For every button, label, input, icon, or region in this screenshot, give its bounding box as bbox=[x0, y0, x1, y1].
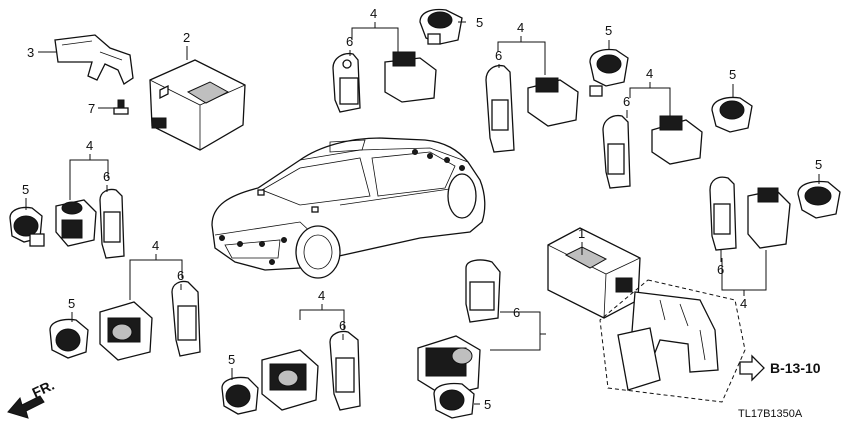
vehicle-illustration bbox=[211, 137, 486, 279]
part-2-control-unit bbox=[149, 59, 246, 151]
part-3-bracket bbox=[54, 34, 134, 85]
callout-6: 6 bbox=[177, 268, 184, 283]
sensor-group-left-middle bbox=[9, 154, 125, 259]
callout-leaders bbox=[25, 21, 820, 405]
callout-labels: 1 2 3 7 4 4 4 4 4 4 4 5 5 5 5 5 5 5 5 6 … bbox=[22, 6, 822, 412]
sensor-group-right-middle bbox=[602, 82, 753, 189]
callout-3: 3 bbox=[27, 45, 34, 60]
callout-6: 6 bbox=[495, 48, 502, 63]
direction-indicator: FR. bbox=[7, 377, 57, 419]
reference-arrow: B-13-10 bbox=[739, 354, 821, 382]
callout-4: 4 bbox=[152, 238, 159, 253]
callout-6: 6 bbox=[513, 305, 520, 320]
callout-4: 4 bbox=[517, 20, 524, 35]
callout-4: 4 bbox=[318, 288, 325, 303]
part-1-control-unit bbox=[547, 227, 641, 319]
sensor-group-far-right bbox=[709, 176, 841, 296]
detail-box bbox=[599, 279, 746, 403]
callout-5: 5 bbox=[228, 352, 235, 367]
callout-2: 2 bbox=[183, 30, 190, 45]
callout-6: 6 bbox=[339, 318, 346, 333]
callout-4: 4 bbox=[740, 296, 747, 311]
callout-4: 4 bbox=[646, 66, 653, 81]
direction-label: FR. bbox=[30, 377, 57, 401]
callout-5: 5 bbox=[68, 296, 75, 311]
callout-5: 5 bbox=[476, 15, 483, 30]
callout-6: 6 bbox=[346, 34, 353, 49]
sensor-group-bottom-right bbox=[417, 259, 546, 419]
callout-5: 5 bbox=[22, 182, 29, 197]
sensor-group-bottom-center bbox=[221, 304, 361, 415]
callout-1: 1 bbox=[578, 226, 585, 241]
callout-5: 5 bbox=[605, 23, 612, 38]
sensor-group-left-lower bbox=[49, 254, 201, 361]
reference-label: B-13-10 bbox=[770, 360, 821, 376]
part-7-bolt bbox=[113, 99, 129, 115]
callout-5: 5 bbox=[729, 67, 736, 82]
callout-5: 5 bbox=[484, 397, 491, 412]
sensor-group-top-center bbox=[332, 8, 463, 113]
sensor-group-top-right bbox=[485, 36, 629, 153]
callout-4: 4 bbox=[86, 138, 93, 153]
callout-5: 5 bbox=[815, 157, 822, 172]
callout-6: 6 bbox=[717, 262, 724, 277]
callout-7: 7 bbox=[88, 101, 95, 116]
drawing-code: TL17B1350A bbox=[738, 408, 803, 420]
callout-6: 6 bbox=[623, 94, 630, 109]
callout-4: 4 bbox=[370, 6, 377, 21]
callout-6: 6 bbox=[103, 169, 110, 184]
